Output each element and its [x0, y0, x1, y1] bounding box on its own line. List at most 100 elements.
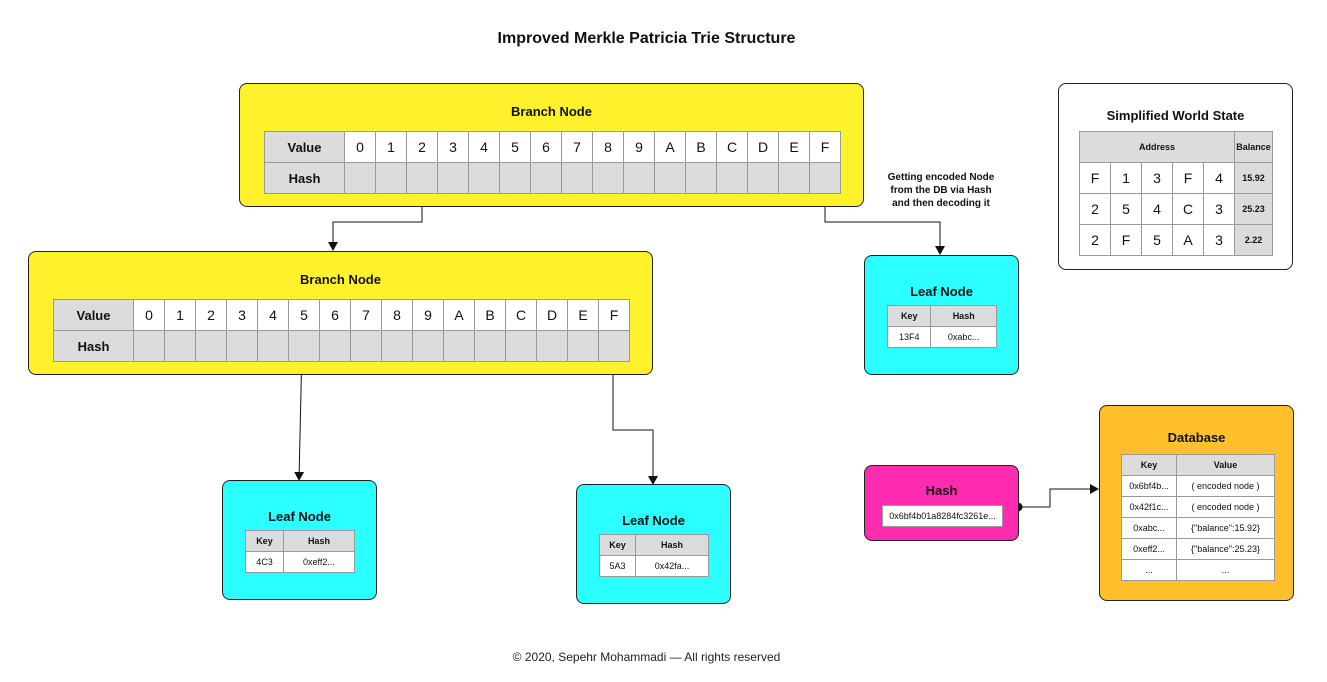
- hash-cell: [505, 330, 537, 362]
- slot-8: 8: [381, 299, 413, 331]
- hash-cell: [226, 330, 258, 362]
- hash-cell: [474, 330, 506, 362]
- balance-header: Balance: [1234, 131, 1273, 163]
- value-header: Value: [1176, 454, 1275, 476]
- slot-1: 1: [375, 131, 407, 163]
- address-nibble: 1: [1110, 162, 1142, 194]
- hash-value: 0x6bf4b01a8284fc3261e...: [882, 505, 1003, 527]
- slot-9: 9: [623, 131, 655, 163]
- address-nibble: 5: [1141, 224, 1173, 256]
- table-row: 0x42f1c... ( encoded node ): [1121, 496, 1275, 518]
- key-header: Key: [1121, 454, 1177, 476]
- value-label: Value: [264, 131, 345, 163]
- note-line: Getting encoded Node: [887, 172, 995, 183]
- slot-0: 0: [133, 299, 165, 331]
- hash-cell: [536, 330, 568, 362]
- slot-5: 5: [288, 299, 320, 331]
- hash-cell: [344, 162, 376, 194]
- key-header: Key: [886, 305, 932, 327]
- branch-node-title: Branch Node: [511, 104, 592, 119]
- hash-cell: [778, 162, 810, 194]
- address-header: Address: [1079, 131, 1235, 163]
- slot-3: 3: [226, 299, 258, 331]
- slot-6: 6: [319, 299, 351, 331]
- slot-C: C: [505, 299, 537, 331]
- db-value: ...: [1176, 559, 1275, 581]
- leaf-hash: 0xabc...: [930, 326, 997, 348]
- hash-header: Hash: [930, 305, 997, 327]
- address-nibble: F: [1172, 162, 1204, 194]
- slot-5: 5: [499, 131, 531, 163]
- address-nibble: C: [1172, 193, 1204, 225]
- slot-F: F: [598, 299, 630, 331]
- leaf-node-title: Leaf Node: [268, 509, 331, 524]
- db-value: ( encoded node ): [1176, 475, 1275, 497]
- key-header: Key: [245, 530, 284, 552]
- hash-cell: [623, 162, 655, 194]
- slot-B: B: [685, 131, 717, 163]
- branch-node-top: Branch Node Value 0 1 2 3 4 5 6 7 8 9 A …: [239, 83, 864, 207]
- balance-value: 2.22: [1234, 224, 1273, 256]
- db-key: 0x6bf4b...: [1121, 475, 1177, 497]
- address-nibble: 3: [1203, 224, 1235, 256]
- address-nibble: 2: [1079, 193, 1111, 225]
- hash-cell: [437, 162, 469, 194]
- table-row: F 1 3 F 4 15.92: [1079, 162, 1273, 194]
- hash-cell: [375, 162, 407, 194]
- db-key: ...: [1121, 559, 1177, 581]
- value-label: Value: [53, 299, 134, 331]
- slot-A: A: [443, 299, 475, 331]
- slot-0: 0: [344, 131, 376, 163]
- slot-7: 7: [561, 131, 593, 163]
- hash-box: Hash 0x6bf4b01a8284fc3261e...: [864, 465, 1019, 541]
- slot-4: 4: [468, 131, 500, 163]
- database-table: Key Value 0x6bf4b... ( encoded node ) 0x…: [1121, 454, 1275, 581]
- hash-cell: [809, 162, 841, 194]
- hash-cell: [716, 162, 748, 194]
- table-row: 2 5 4 C 3 25.23: [1079, 193, 1273, 225]
- slot-8: 8: [592, 131, 624, 163]
- db-value: {"balance":25.23}: [1176, 538, 1275, 560]
- slot-E: E: [778, 131, 810, 163]
- slot-C: C: [716, 131, 748, 163]
- database-panel: Database Key Value 0x6bf4b... ( encoded …: [1099, 405, 1294, 601]
- slot-A: A: [654, 131, 686, 163]
- leaf-node-title: Leaf Node: [622, 513, 685, 528]
- db-value: ( encoded node ): [1176, 496, 1275, 518]
- hash-header: Hash: [634, 534, 710, 556]
- slot-6: 6: [530, 131, 562, 163]
- address-nibble: 5: [1110, 193, 1142, 225]
- hash-cell: [319, 330, 351, 362]
- address-nibble: 4: [1141, 193, 1173, 225]
- hash-cell: [412, 330, 444, 362]
- branch-slot-table: Value 0 1 2 3 4 5 6 7 8 9 A B C D E F Ha…: [264, 131, 841, 194]
- table-row: 0x6bf4b... ( encoded node ): [1121, 475, 1275, 497]
- slot-3: 3: [437, 131, 469, 163]
- balance-value: 15.92: [1234, 162, 1273, 194]
- hash-label: Hash: [264, 162, 345, 194]
- hash-cell: [685, 162, 717, 194]
- hash-cell: [598, 330, 630, 362]
- world-state-table: Address Balance F 1 3 F 4 15.92 2 5 4 C …: [1079, 131, 1273, 256]
- hash-row: Hash: [264, 162, 841, 194]
- slot-D: D: [747, 131, 779, 163]
- db-key: 0xabc...: [1121, 517, 1177, 539]
- slot-E: E: [567, 299, 599, 331]
- hash-cell: [747, 162, 779, 194]
- note-line: and then decoding it: [892, 198, 990, 209]
- address-nibble: A: [1172, 224, 1204, 256]
- address-nibble: 3: [1203, 193, 1235, 225]
- leaf-key: 13F4: [886, 326, 932, 348]
- hash-cell: [164, 330, 196, 362]
- hash-box-title: Hash: [925, 483, 958, 498]
- address-nibble: 4: [1203, 162, 1235, 194]
- leaf-hash: 0xeff2...: [282, 551, 356, 573]
- slot-F: F: [809, 131, 841, 163]
- slot-1: 1: [164, 299, 196, 331]
- edge-mid-slotF-to-leaf: [612, 346, 658, 485]
- value-row: Value 0 1 2 3 4 5 6 7 8 9 A B C D E F: [53, 299, 630, 331]
- table-row: 0xeff2... {"balance":25.23}: [1121, 538, 1275, 560]
